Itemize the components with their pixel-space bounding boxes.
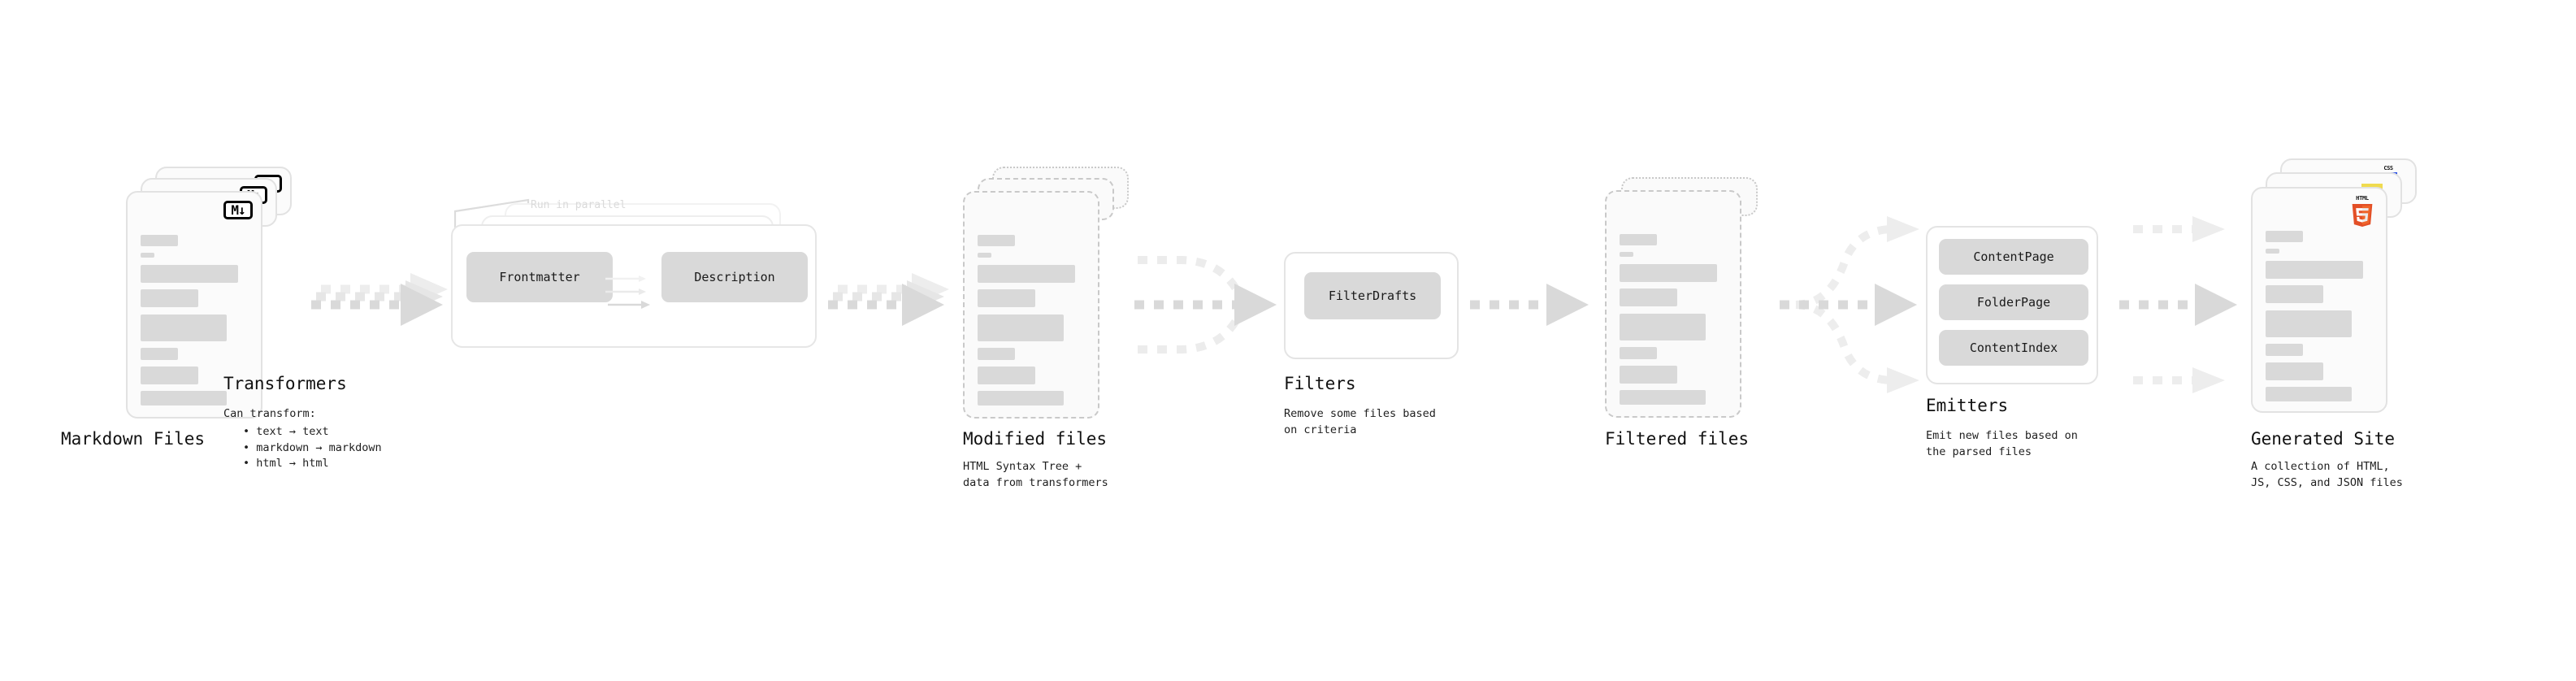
skeleton-bar	[1620, 252, 1633, 257]
modified-files-stack	[963, 167, 1166, 419]
skeleton-bar	[1620, 314, 1706, 340]
arrow-filters-to-filtered	[1470, 284, 1589, 326]
transformers-bullets: • text → text • markdown → markdown • ht…	[232, 424, 382, 472]
generated-site-sheet-html: HTML	[2251, 187, 2387, 413]
skeleton-bar	[141, 253, 154, 258]
emitter-pill-contentindex[interactable]: ContentIndex	[1939, 330, 2088, 366]
emitter-pill-contentpage[interactable]: ContentPage	[1939, 239, 2088, 275]
skeleton-bar	[141, 289, 198, 307]
css3-icon-label: CSS	[2383, 165, 2393, 171]
filters-container: FilterDrafts	[1284, 252, 1459, 359]
filtered-files-stack	[1605, 177, 1808, 421]
skeleton-bar	[2266, 310, 2352, 337]
markdown-icon: M↓	[223, 201, 253, 219]
generated-site-title: Generated Site	[2251, 429, 2396, 449]
transformers-bullet-item: • markdown → markdown	[243, 440, 382, 454]
filtered-file-sheet-front	[1605, 190, 1741, 418]
skeleton-bar	[2266, 387, 2352, 401]
skeleton-bar	[2266, 249, 2279, 254]
skeleton-bar	[2266, 344, 2303, 356]
skeleton-bar	[2266, 231, 2303, 242]
skeleton-bar	[141, 391, 227, 406]
skeleton-bar	[978, 253, 991, 258]
filters-title: Filters	[1284, 374, 1356, 393]
skeleton-bar	[978, 367, 1035, 384]
skeleton-bar	[978, 265, 1075, 283]
transformers-bullet-item: • html → html	[243, 457, 329, 471]
emitters-subtitle: Emit new files based on the parsed files	[1926, 429, 2078, 458]
html5-icon-label: HTML	[2356, 195, 2369, 202]
arrow-emitters-to-site	[2119, 216, 2237, 393]
skeleton-bar	[2266, 362, 2323, 380]
skeleton-bar	[1620, 390, 1706, 405]
skeleton-bar	[978, 235, 1015, 246]
skeleton-bar	[141, 265, 238, 283]
skeleton-bar	[1620, 234, 1657, 245]
markdown-files-title: Markdown Files	[61, 429, 206, 449]
skeleton-bar	[1620, 366, 1677, 384]
emitters-title: Emitters	[1926, 396, 2009, 415]
transformers-container: Frontmatter Description	[451, 224, 817, 348]
filters-subtitle: Remove some files based on criteria	[1284, 407, 1436, 436]
markdown-files-stack: M↓ M↓ M↓	[126, 167, 329, 419]
skeleton-bar	[141, 235, 178, 246]
skeleton-bar	[978, 348, 1015, 360]
transformer-pill-description[interactable]: Description	[661, 252, 808, 302]
skeleton-bar	[1620, 347, 1657, 359]
skeleton-bar	[978, 314, 1064, 341]
transformers-bullet-item: • text → text	[243, 425, 329, 438]
generated-site-subtitle: A collection of HTML, JS, CSS, and JSON …	[2251, 460, 2403, 489]
skeleton-bar	[978, 391, 1064, 406]
transformers-subtitle: Can transform:	[223, 407, 316, 420]
skeleton-bar	[141, 348, 178, 360]
modified-file-sheet-front	[963, 191, 1099, 419]
generated-site-stack: CSS HTML	[2251, 158, 2454, 419]
markdown-file-sheet-front: M↓	[126, 191, 262, 419]
skeleton-bar	[141, 367, 198, 384]
transformers-title: Transformers	[223, 374, 347, 393]
arrow-markdown-to-transformers	[311, 273, 448, 326]
run-in-parallel-label: Run in parallel	[531, 199, 627, 211]
html5-icon: HTML	[2350, 196, 2374, 228]
filtered-files-title: Filtered files	[1605, 429, 1750, 449]
emitters-container: ContentPage FolderPage ContentIndex	[1926, 226, 2098, 384]
skeleton-bar	[1620, 288, 1677, 306]
transformers-group: Frontmatter Description Frontmatter Desc…	[443, 203, 857, 366]
emitter-pill-folderpage[interactable]: FolderPage	[1939, 284, 2088, 320]
skeleton-bar	[2266, 261, 2363, 279]
modified-files-title: Modified files	[963, 429, 1108, 449]
transformer-pill-frontmatter[interactable]: Frontmatter	[466, 252, 613, 302]
modified-files-subtitle: HTML Syntax Tree + data from transformer…	[963, 460, 1108, 489]
filter-pill-filterdrafts[interactable]: FilterDrafts	[1304, 272, 1441, 319]
skeleton-bar	[978, 289, 1035, 307]
skeleton-bar	[1620, 264, 1717, 282]
html5-icon-shield	[2352, 204, 2373, 227]
skeleton-bar	[141, 314, 227, 341]
skeleton-bar	[2266, 285, 2323, 303]
